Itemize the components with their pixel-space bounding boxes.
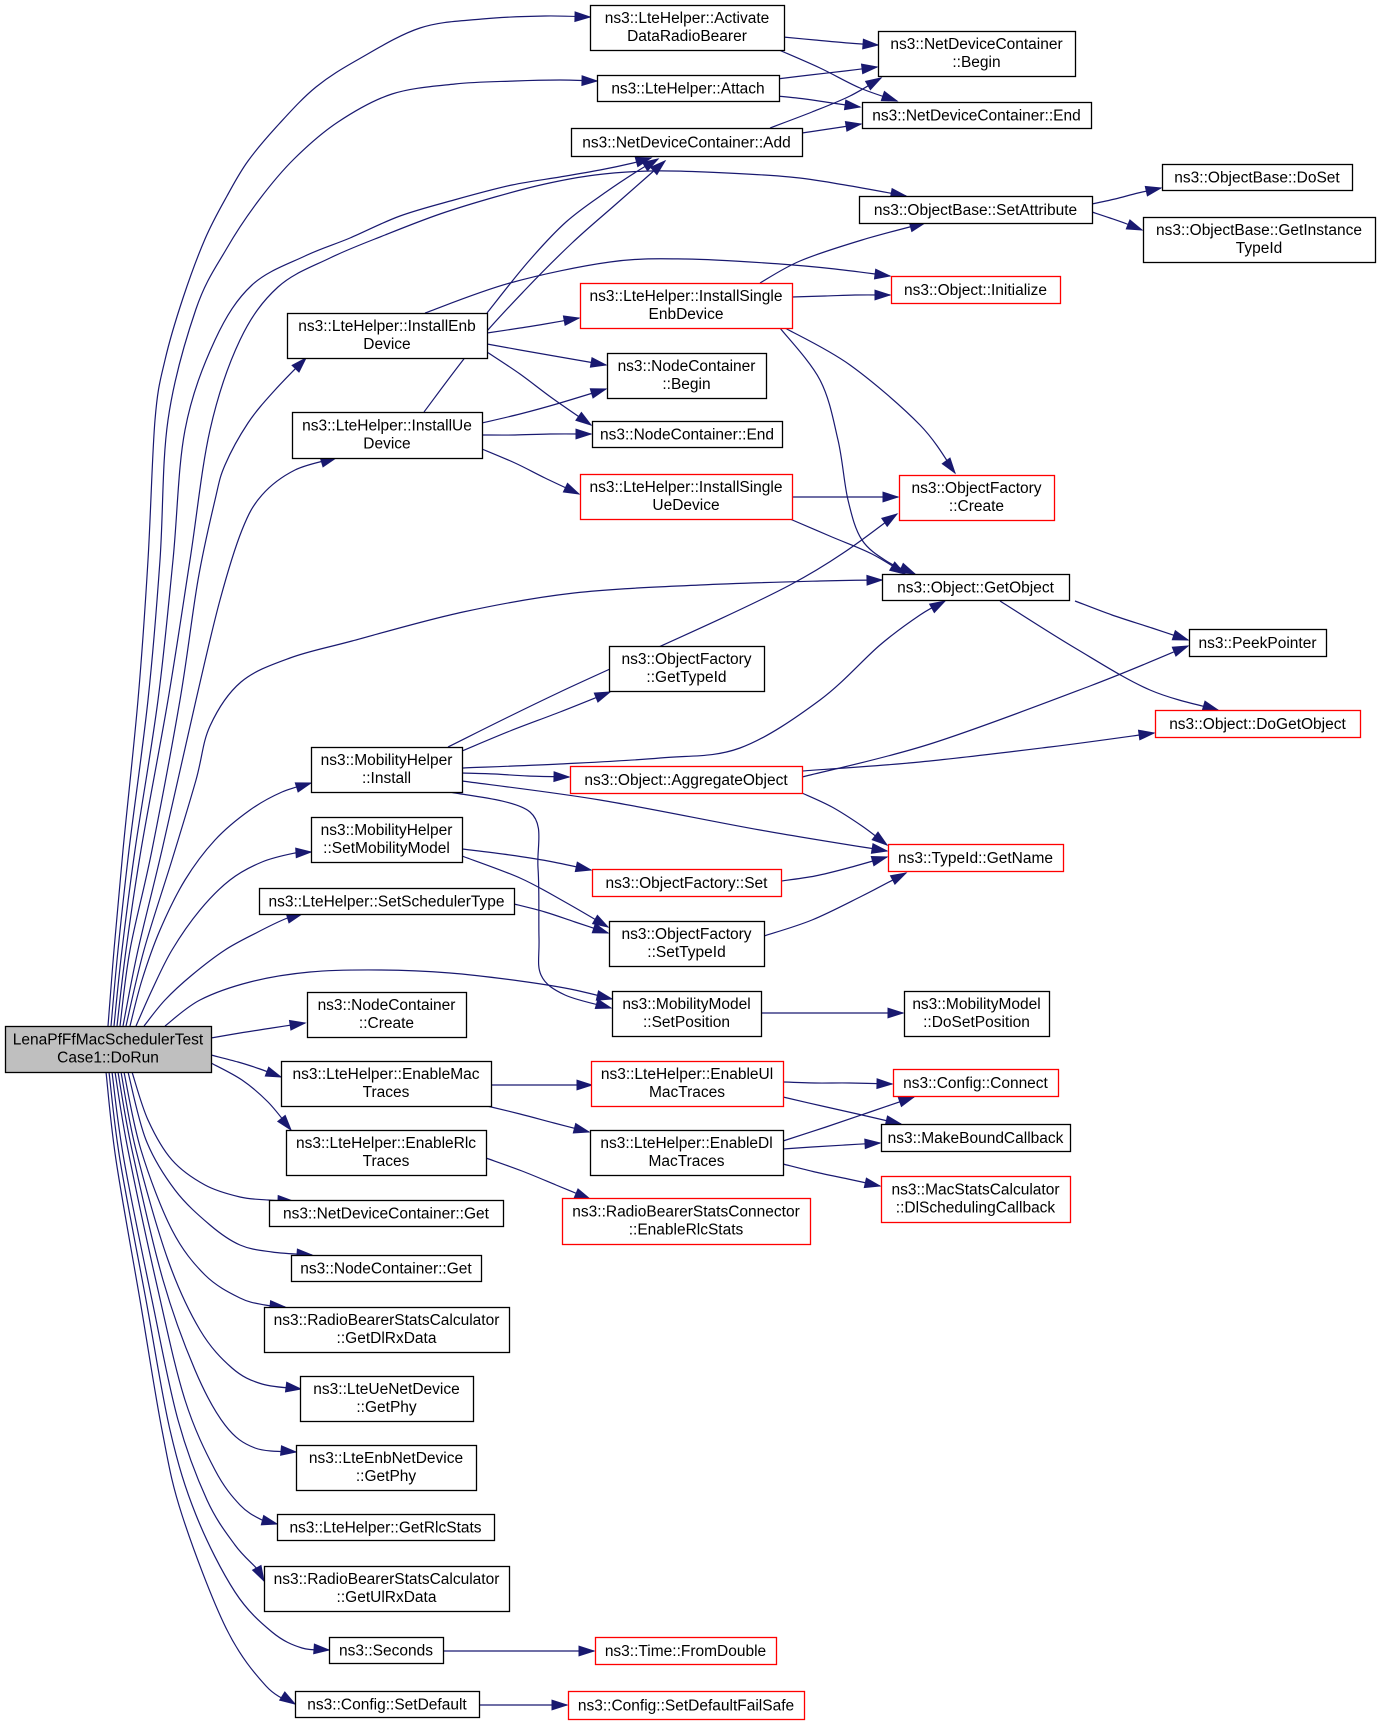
svg-text:ns3::LteHelper::InstallUe: ns3::LteHelper::InstallUe (302, 418, 472, 435)
svg-text:::Install: ::Install (362, 770, 411, 787)
svg-text:Traces: Traces (363, 1084, 410, 1101)
svg-text:ns3::RadioBearerStatsCalculato: ns3::RadioBearerStatsCalculator (274, 1312, 500, 1329)
svg-text:ns3::Config::SetDefaultFailSaf: ns3::Config::SetDefaultFailSafe (578, 1697, 794, 1714)
svg-text:ns3::MacStatsCalculator: ns3::MacStatsCalculator (892, 1182, 1060, 1199)
svg-text:ns3::LteHelper::EnableUl: ns3::LteHelper::EnableUl (601, 1066, 773, 1083)
svg-text:::GetPhy: ::GetPhy (356, 1468, 417, 1485)
svg-text:EnbDevice: EnbDevice (649, 306, 724, 323)
svg-text:ns3::MobilityModel: ns3::MobilityModel (912, 996, 1040, 1013)
svg-text:ns3::ObjectFactory::Set: ns3::ObjectFactory::Set (606, 875, 769, 892)
svg-text:ns3::ObjectBase::GetInstance: ns3::ObjectBase::GetInstance (1156, 222, 1362, 239)
svg-text:ns3::Config::Connect: ns3::Config::Connect (903, 1075, 1048, 1092)
svg-text:DataRadioBearer: DataRadioBearer (627, 28, 747, 45)
svg-text:ns3::NodeContainer::Get: ns3::NodeContainer::Get (300, 1260, 472, 1277)
svg-text:::Create: ::Create (949, 498, 1004, 515)
svg-text:::GetPhy: ::GetPhy (356, 1399, 417, 1416)
svg-text:ns3::LteHelper::Attach: ns3::LteHelper::Attach (611, 80, 764, 97)
svg-text:ns3::LteHelper::SetSchedulerTy: ns3::LteHelper::SetSchedulerType (268, 893, 504, 910)
svg-text:::Create: ::Create (359, 1015, 414, 1032)
svg-text:ns3::LteHelper::InstallEnb: ns3::LteHelper::InstallEnb (298, 318, 476, 335)
svg-text:ns3::ObjectBase::SetAttribute: ns3::ObjectBase::SetAttribute (874, 202, 1077, 219)
svg-text:ns3::PeekPointer: ns3::PeekPointer (1198, 635, 1316, 652)
svg-text:ns3::Seconds: ns3::Seconds (339, 1642, 433, 1659)
svg-text:Device: Device (363, 436, 410, 453)
svg-text:ns3::Object::GetObject: ns3::Object::GetObject (897, 579, 1054, 596)
svg-text:ns3::Time::FromDouble: ns3::Time::FromDouble (605, 1643, 766, 1660)
svg-text:MacTraces: MacTraces (648, 1153, 724, 1170)
svg-text:ns3::LteHelper::InstallSingle: ns3::LteHelper::InstallSingle (589, 288, 782, 305)
svg-text:ns3::Object::AggregateObject: ns3::Object::AggregateObject (584, 772, 788, 789)
svg-text:Traces: Traces (363, 1153, 410, 1170)
svg-text:ns3::LteUeNetDevice: ns3::LteUeNetDevice (313, 1381, 459, 1398)
svg-text:ns3::Object::DoGetObject: ns3::Object::DoGetObject (1169, 716, 1346, 733)
svg-text:ns3::NetDeviceContainer::Get: ns3::NetDeviceContainer::Get (283, 1205, 490, 1222)
svg-text:UeDevice: UeDevice (652, 497, 719, 514)
svg-text:ns3::NetDeviceContainer: ns3::NetDeviceContainer (890, 36, 1062, 53)
svg-text:ns3::NodeContainer: ns3::NodeContainer (618, 358, 756, 375)
svg-text:ns3::MobilityHelper: ns3::MobilityHelper (321, 822, 453, 839)
svg-text:ns3::LteHelper::EnableDl: ns3::LteHelper::EnableDl (600, 1135, 772, 1152)
svg-text:ns3::MakeBoundCallback: ns3::MakeBoundCallback (888, 1130, 1064, 1147)
svg-text:ns3::ObjectFactory: ns3::ObjectFactory (911, 480, 1041, 497)
svg-text:ns3::RadioBearerStatsCalculato: ns3::RadioBearerStatsCalculator (274, 1571, 500, 1588)
svg-text:ns3::NodeContainer: ns3::NodeContainer (318, 997, 456, 1014)
svg-text:ns3::MobilityModel: ns3::MobilityModel (622, 996, 750, 1013)
svg-text:::SetMobilityModel: ::SetMobilityModel (323, 840, 450, 857)
svg-text:::Begin: ::Begin (662, 376, 710, 393)
svg-text:LenaPfFfMacSchedulerTest: LenaPfFfMacSchedulerTest (13, 1032, 204, 1049)
svg-text:ns3::ObjectBase::DoSet: ns3::ObjectBase::DoSet (1174, 169, 1340, 186)
svg-text:ns3::RadioBearerStatsConnector: ns3::RadioBearerStatsConnector (572, 1204, 799, 1221)
svg-text:::GetTypeId: ::GetTypeId (646, 669, 726, 686)
svg-text:::DoSetPosition: ::DoSetPosition (923, 1014, 1030, 1031)
svg-text:ns3::LteHelper::InstallSingle: ns3::LteHelper::InstallSingle (589, 479, 782, 496)
svg-text:MacTraces: MacTraces (649, 1084, 725, 1101)
svg-text:::GetDlRxData: ::GetDlRxData (337, 1330, 437, 1347)
svg-text:::SetTypeId: ::SetTypeId (647, 944, 725, 961)
svg-text:ns3::LteEnbNetDevice: ns3::LteEnbNetDevice (309, 1450, 463, 1467)
svg-text:ns3::TypeId::GetName: ns3::TypeId::GetName (898, 850, 1053, 867)
svg-text:ns3::LteHelper::EnableRlc: ns3::LteHelper::EnableRlc (296, 1135, 476, 1152)
svg-text:ns3::Config::SetDefault: ns3::Config::SetDefault (307, 1696, 467, 1713)
svg-text:ns3::NetDeviceContainer::End: ns3::NetDeviceContainer::End (872, 107, 1081, 124)
svg-text:Device: Device (363, 336, 410, 353)
svg-text:ns3::NetDeviceContainer::Add: ns3::NetDeviceContainer::Add (582, 134, 791, 151)
svg-text:ns3::ObjectFactory: ns3::ObjectFactory (621, 926, 751, 943)
svg-text:ns3::LteHelper::Activate: ns3::LteHelper::Activate (605, 10, 770, 27)
svg-text:ns3::ObjectFactory: ns3::ObjectFactory (621, 651, 751, 668)
svg-text:Case1::DoRun: Case1::DoRun (57, 1050, 159, 1067)
svg-text:::Begin: ::Begin (952, 54, 1000, 71)
svg-text:::SetPosition: ::SetPosition (643, 1014, 730, 1031)
svg-text:ns3::Object::Initialize: ns3::Object::Initialize (904, 282, 1047, 299)
svg-text:ns3::LteHelper::GetRlcStats: ns3::LteHelper::GetRlcStats (289, 1519, 481, 1536)
svg-text:ns3::NodeContainer::End: ns3::NodeContainer::End (600, 426, 774, 443)
svg-text:::EnableRlcStats: ::EnableRlcStats (629, 1222, 744, 1239)
svg-text:ns3::LteHelper::EnableMac: ns3::LteHelper::EnableMac (293, 1066, 480, 1083)
svg-text:ns3::MobilityHelper: ns3::MobilityHelper (321, 752, 453, 769)
svg-text:TypeId: TypeId (1236, 240, 1283, 257)
svg-text:::GetUlRxData: ::GetUlRxData (337, 1589, 437, 1606)
svg-text:::DlSchedulingCallback: ::DlSchedulingCallback (896, 1200, 1056, 1217)
